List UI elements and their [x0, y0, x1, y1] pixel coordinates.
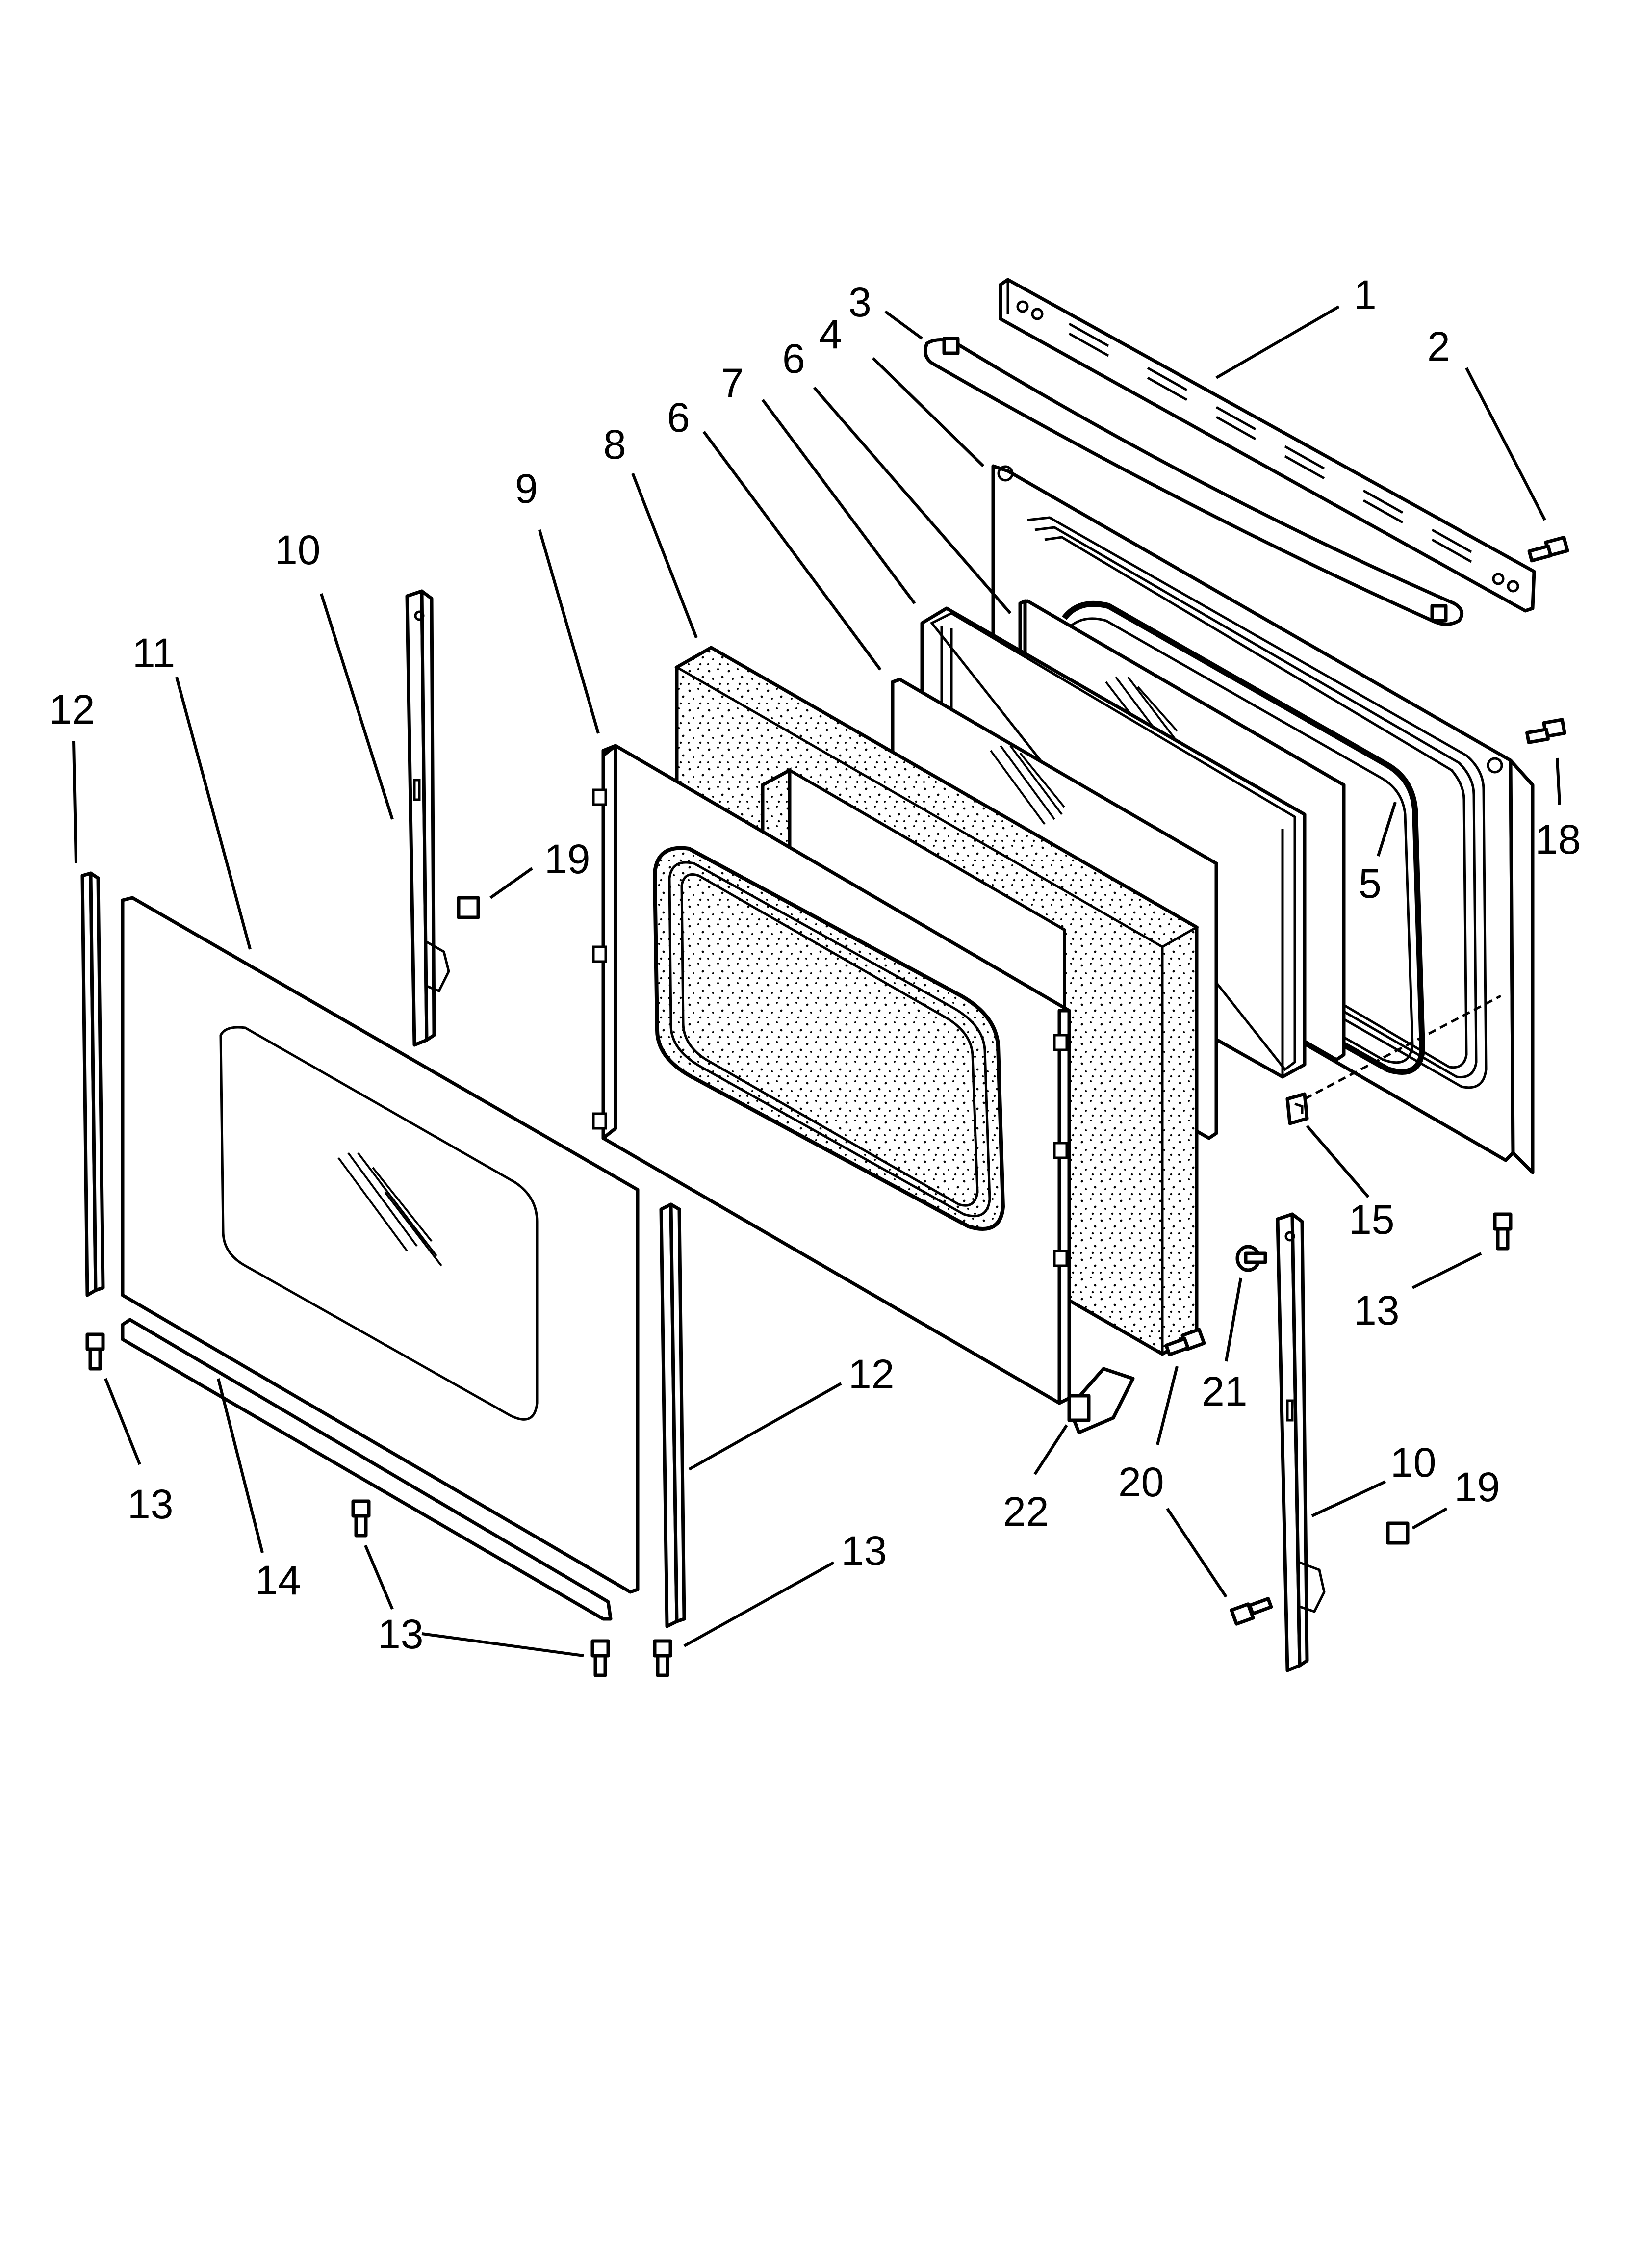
leader-13e — [683, 1561, 835, 1647]
callout-6b: 6 — [667, 394, 690, 441]
door-gasket — [1062, 600, 1426, 1075]
leader-22 — [1033, 1424, 1068, 1475]
inner-door-frame — [592, 744, 1071, 1405]
door-handle — [924, 337, 1464, 626]
callout-7: 7 — [721, 360, 744, 406]
screw-2 — [1527, 536, 1569, 563]
leader-14 — [217, 1378, 264, 1553]
callout-13c: 13 — [378, 1611, 423, 1657]
screw-21 — [1235, 1245, 1267, 1272]
leader-19b — [1411, 1507, 1448, 1530]
callout-9: 9 — [515, 466, 538, 512]
screw-18 — [1525, 718, 1566, 744]
callout-6a: 6 — [782, 336, 805, 382]
screw-13-c — [351, 1499, 371, 1538]
clip-19-right — [1386, 1521, 1410, 1545]
callout-2: 2 — [1427, 323, 1450, 369]
callout-20: 20 — [1118, 1459, 1164, 1505]
leader-lines — [72, 305, 1561, 1657]
leader-12b — [688, 1382, 842, 1471]
callout-15: 15 — [1349, 1197, 1394, 1243]
callout-8: 8 — [603, 421, 626, 468]
leader-13b — [104, 1378, 141, 1465]
side-trim-left — [80, 871, 105, 1297]
leader-20a — [1156, 1366, 1179, 1445]
leader-18 — [1556, 757, 1561, 805]
bottom-trim — [121, 1318, 613, 1621]
side-trim-right — [659, 1202, 686, 1628]
leader-20b — [1166, 1508, 1228, 1598]
callouts: 1 2 3 4 6 7 6 8 9 10 11 12 19 5 18 15 13… — [49, 272, 1581, 1657]
leader-6b — [702, 431, 882, 671]
screw-20-lower — [1230, 1597, 1273, 1626]
leader-8 — [631, 472, 698, 639]
clip-15 — [1285, 994, 1502, 1125]
callout-13b: 13 — [128, 1481, 173, 1527]
leader-13a — [1411, 1252, 1482, 1289]
hinge-right — [1276, 1212, 1326, 1672]
callout-13a: 13 — [1354, 1287, 1399, 1333]
screw-13-e — [653, 1639, 672, 1677]
leader-3 — [884, 310, 923, 340]
bracket-22 — [1067, 1367, 1135, 1434]
callout-1: 1 — [1354, 272, 1377, 318]
leader-6a — [813, 387, 1012, 614]
leader-13d — [421, 1632, 584, 1657]
callout-11: 11 — [132, 630, 175, 676]
leader-12a — [72, 740, 77, 864]
clip-19-left — [457, 896, 480, 919]
screw-20-upper — [1164, 1328, 1206, 1356]
hinge-left — [405, 589, 450, 1047]
callout-19a: 19 — [544, 836, 590, 882]
leader-4 — [872, 357, 985, 468]
leader-21 — [1225, 1277, 1242, 1362]
screw-13-b — [85, 1332, 105, 1371]
callout-5: 5 — [1359, 860, 1382, 907]
callout-22: 22 — [1003, 1488, 1049, 1535]
leader-7 — [761, 399, 916, 604]
callout-12a: 12 — [49, 686, 95, 732]
leader-15 — [1306, 1125, 1370, 1198]
callout-10b: 10 — [1390, 1439, 1436, 1486]
callout-4: 4 — [819, 311, 842, 357]
outer-door-glass — [121, 896, 640, 1594]
callout-3: 3 — [848, 279, 872, 325]
leader-10b — [1311, 1480, 1386, 1517]
callout-10a: 10 — [275, 527, 320, 573]
screw-13-a — [1493, 1212, 1513, 1251]
callout-19b: 19 — [1454, 1464, 1500, 1510]
leader-10a — [320, 593, 394, 820]
leader-5 — [1377, 802, 1397, 857]
leader-19a — [489, 867, 533, 899]
callout-21: 21 — [1202, 1368, 1247, 1414]
leader-11 — [175, 677, 252, 950]
callout-14: 14 — [255, 1557, 301, 1603]
callout-12b: 12 — [848, 1351, 894, 1397]
control-panel-trim — [999, 278, 1536, 613]
callout-13e: 13 — [841, 1528, 887, 1574]
screws — [85, 536, 1569, 1677]
screw-13-d — [590, 1639, 610, 1677]
leader-2 — [1465, 367, 1546, 521]
leader-9 — [538, 529, 600, 734]
leader-13c — [364, 1544, 394, 1610]
callout-18: 18 — [1535, 816, 1581, 862]
leader-1 — [1215, 305, 1340, 379]
